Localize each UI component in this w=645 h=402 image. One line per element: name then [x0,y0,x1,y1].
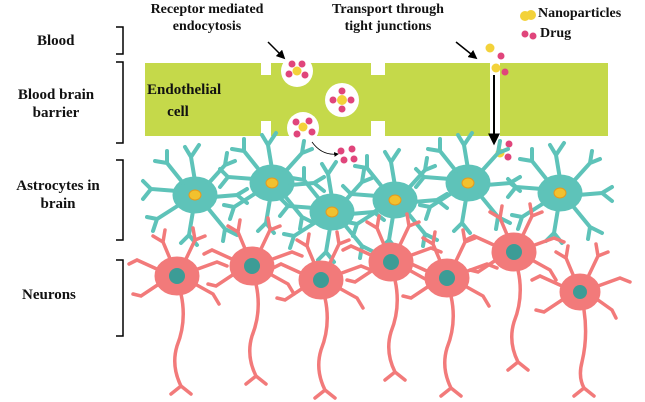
label-tight-junction-transport: Transport through tight junctions [332,2,444,34]
astrocyte [141,143,249,247]
neuron-nuclei [169,244,587,299]
astrocyte-nuclei [188,177,567,218]
label-astrocytes: Astrocytes in brain [16,178,100,212]
label-receptor-endocytosis: Receptor mediated endocytosis [150,2,264,34]
legend-drug-label: Drug [540,26,572,41]
vesicle-lower [287,112,319,144]
bracket-blood [116,26,124,55]
vesicle-middle [325,83,359,117]
label-endothelial-cell: Endothelial cell [147,82,222,120]
bracket-bbb [116,61,124,144]
astrocyte-layer [141,131,614,264]
neuron [127,226,229,396]
drug-legend-icon [521,30,537,40]
released-drug [337,145,358,164]
label-blood: Blood [37,33,75,49]
endothelial-cell-2 [500,63,608,136]
tight-junction-particles-top [485,43,509,76]
release-arrow [311,141,339,157]
neuron [464,202,566,372]
endothelial-cell-1 [145,63,490,136]
tight-junction-label-arrow [455,41,478,60]
nanoparticle-legend-icon [520,10,536,21]
bracket-neurons [116,259,124,337]
bracket-astrocytes [116,159,124,241]
endothelial-layer [145,63,608,136]
neuron [530,242,632,398]
label-neurons: Neurons [22,287,76,303]
endocytosis-arrow [267,41,286,60]
vesicle-upper [281,55,313,87]
neuron [202,216,304,386]
label-blood-brain-barrier: Blood brain barrier [17,87,95,121]
legend-nanoparticles-label: Nanoparticles [538,6,622,21]
